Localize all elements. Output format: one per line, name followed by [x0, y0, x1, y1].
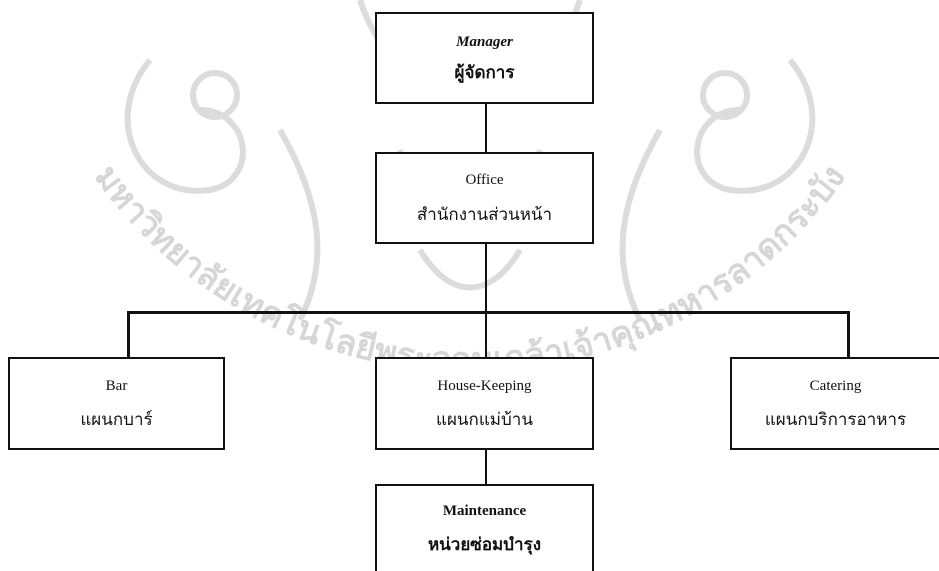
connector-bus-catering	[847, 311, 850, 358]
manager-box: Manager ผู้จัดการ	[375, 12, 594, 104]
office-title-en: Office	[465, 172, 504, 188]
connector-horizontal-bus	[127, 311, 850, 314]
maintenance-title-en: Maintenance	[442, 502, 527, 519]
maintenance-title-th: หน่วยซ่อมบำรุง	[427, 535, 542, 555]
bar-title-th: แผนกบาร์	[80, 410, 153, 430]
manager-title-th: ผู้จัดการ	[454, 62, 515, 82]
bar-title-en: Bar	[105, 377, 128, 394]
office-title-th: สำนักงานส่วนหน้า	[416, 204, 553, 224]
manager-title-en: Manager	[456, 34, 513, 50]
catering-box: Catering แผนกบริการอาหาร	[730, 357, 939, 450]
connector-bus-housekeeping	[485, 311, 487, 358]
connector-office-bus	[485, 243, 487, 313]
connector-manager-office	[485, 103, 487, 153]
housekeeping-title-th: แผนกแม่บ้าน	[436, 410, 533, 430]
connector-housekeeping-maintenance	[485, 450, 487, 485]
maintenance-box: Maintenance หน่วยซ่อมบำรุง	[375, 484, 594, 571]
office-box: Office สำนักงานส่วนหน้า	[375, 152, 594, 244]
bar-box: Bar แผนกบาร์	[8, 357, 225, 450]
housekeeping-box: House-Keeping แผนกแม่บ้าน	[375, 357, 594, 450]
catering-title-en: Catering	[809, 377, 862, 394]
connector-bus-bar	[127, 311, 130, 358]
catering-title-th: แผนกบริการอาหาร	[764, 410, 907, 430]
housekeeping-title-en: House-Keeping	[437, 377, 532, 394]
